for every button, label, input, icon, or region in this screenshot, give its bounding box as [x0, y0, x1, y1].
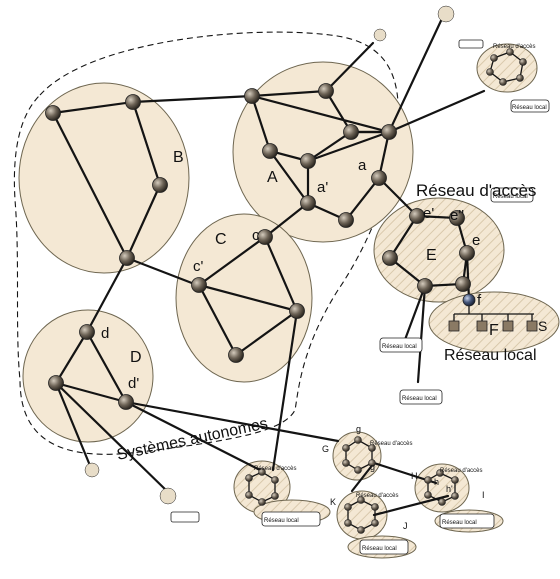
router — [45, 105, 61, 121]
label-g2: g — [370, 462, 375, 472]
router — [119, 250, 135, 266]
router — [371, 170, 387, 186]
label-s: S — [538, 318, 547, 334]
tiny-reseau-local: Réseau local — [382, 344, 417, 350]
router — [381, 124, 397, 140]
label-a-prime: a' — [317, 179, 328, 196]
router — [191, 277, 207, 293]
router-f — [462, 293, 476, 307]
tiny-reseau-acces: Réseau d'accès — [356, 493, 399, 499]
label-e-prime: e' — [423, 205, 434, 222]
tiny-reseau-acces: Réseau d'accès — [254, 466, 297, 472]
systemes-autonomes-label: Systèmes autonomes — [115, 415, 269, 464]
router — [244, 88, 260, 104]
tiny-reseau-local: Réseau local — [493, 194, 528, 200]
label-h1: h — [434, 477, 439, 487]
router — [257, 229, 273, 245]
label-c-prime: c' — [193, 258, 204, 275]
router — [409, 208, 425, 224]
label-d: D — [130, 349, 142, 366]
router — [459, 245, 475, 261]
autonomous-systems-boundary — [13, 31, 399, 455]
tiny-reseau-local: Réseau local — [512, 105, 547, 111]
label-a-lower: a — [358, 157, 367, 174]
router — [449, 210, 465, 226]
router — [125, 94, 141, 110]
label-c-lower: c — [252, 227, 260, 244]
router — [417, 278, 433, 294]
routers — [45, 83, 476, 410]
label-f: F — [489, 322, 499, 339]
as-region-d — [22, 309, 154, 443]
small-local-boxes — [170, 39, 550, 555]
router — [338, 212, 354, 228]
tiny-reseau-acces: Réseau d'accès — [440, 468, 483, 474]
label-a: A — [267, 169, 278, 186]
router — [118, 394, 134, 410]
label-g1: g — [356, 424, 361, 434]
router — [382, 250, 398, 266]
label-h: H — [411, 471, 418, 481]
tiny-reseau-acces: Réseau d'accès — [370, 441, 413, 447]
labels: B A a' a C c c' D d d' E e' e'' e f F S … — [101, 44, 547, 552]
router — [343, 124, 359, 140]
label-h2: h' — [446, 484, 453, 494]
tiny-reseau-local: Réseau local — [442, 520, 477, 526]
reseau-local-label: Réseau local — [444, 347, 537, 364]
router — [228, 347, 244, 363]
router — [79, 324, 95, 340]
router — [289, 303, 305, 319]
label-d-prime: d' — [128, 375, 139, 392]
router — [262, 143, 278, 159]
label-d-lower: d — [101, 325, 109, 342]
router — [300, 195, 316, 211]
router — [300, 153, 316, 169]
router — [318, 83, 334, 99]
tiny-reseau-local: Réseau local — [362, 546, 397, 552]
router — [48, 375, 64, 391]
label-e: E — [426, 247, 437, 264]
label-c: C — [215, 231, 227, 248]
label-b: B — [173, 149, 184, 166]
label-g: G — [322, 444, 329, 454]
router — [455, 276, 471, 292]
mini-rings — [84, 5, 527, 534]
label-f-lower: f — [477, 292, 482, 309]
local-network-f-bus — [448, 300, 538, 332]
label-e-lower: e — [472, 232, 480, 249]
local-network-f — [428, 291, 560, 353]
access-network-e — [373, 197, 505, 303]
label-j: J — [403, 521, 408, 531]
router — [152, 177, 168, 193]
reseau-acces-label: Réseau d'accès — [416, 181, 536, 200]
label-e-dprime: e'' — [450, 207, 464, 224]
tiny-reseau-acces: Réseau d'accès — [493, 44, 536, 50]
label-k: K — [330, 497, 336, 507]
tiny-reseau-local: Réseau local — [264, 518, 299, 524]
tiny-reseau-local: Réseau local — [402, 396, 437, 402]
device-cluster-icon — [84, 5, 455, 505]
label-i: I — [482, 490, 485, 500]
